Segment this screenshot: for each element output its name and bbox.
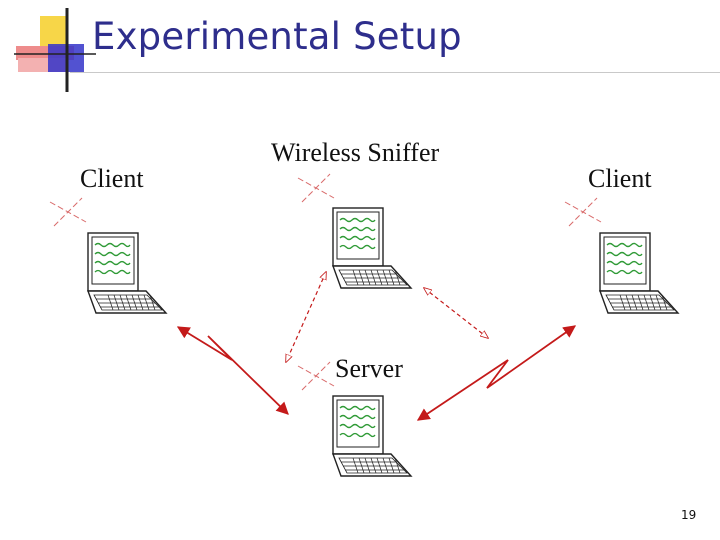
sniffer-label: Wireless Sniffer [271, 138, 440, 167]
sniffer-laptop-icon [332, 207, 412, 289]
sniff-link-right [424, 288, 488, 338]
client-right-antenna-icon [564, 197, 602, 227]
client-left-label: Client [80, 164, 144, 193]
link-client-left-server [176, 326, 289, 415]
slide-title: Experimental Setup [92, 15, 462, 58]
client-right-label: Client [588, 164, 652, 193]
server-antenna-icon [297, 361, 335, 391]
client-left-antenna-icon [49, 197, 87, 227]
link-client-right-server [416, 325, 577, 421]
server-laptop-icon [332, 395, 412, 477]
sniff-link-left [286, 272, 326, 362]
client-left-laptop-icon [87, 232, 167, 314]
sniffer-antenna-icon [297, 173, 335, 203]
page-number: 19 [681, 508, 697, 522]
title-divider [70, 72, 720, 73]
slide-logo-icon [14, 8, 96, 92]
server-label: Server [335, 354, 403, 383]
client-right-laptop-icon [599, 232, 679, 314]
